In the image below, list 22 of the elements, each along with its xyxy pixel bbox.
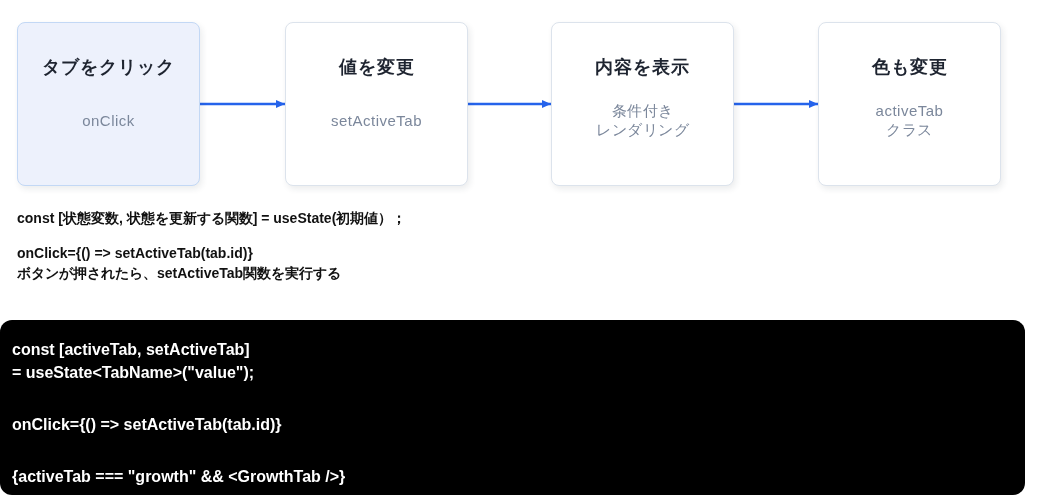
step-card bbox=[551, 22, 734, 186]
code-snippet: {activeTab === "growth" && <GrowthTab />} bbox=[12, 467, 346, 487]
step-card bbox=[285, 22, 468, 186]
step-title: 値を変更 bbox=[338, 56, 415, 79]
step-title: 色も変更 bbox=[871, 56, 948, 79]
code-panel bbox=[0, 320, 1025, 495]
note-text: ボタンが押されたら、setActiveTab関数を実行する bbox=[17, 264, 342, 283]
step-title: 内容を表示 bbox=[595, 56, 690, 79]
note-text: const [状態変数, 状態を更新する関数] = useState(初期値）； bbox=[17, 209, 407, 228]
step-detail: setActiveTab bbox=[330, 110, 422, 130]
code-snippet: onClick={() => setActiveTab(tab.id)} bbox=[12, 415, 282, 435]
step-detail: 条件付きレンダリング bbox=[596, 101, 689, 139]
step-card bbox=[818, 22, 1001, 186]
arrow bbox=[734, 100, 818, 108]
step-card bbox=[17, 22, 200, 186]
code-snippet: const [activeTab, setActiveTab] = useState<TabName>("value"); bbox=[12, 340, 255, 383]
arrow bbox=[200, 100, 285, 108]
step-title: タブをクリック bbox=[42, 56, 175, 79]
step-detail: activeTab クラス bbox=[875, 101, 944, 139]
step-detail: onClick bbox=[82, 110, 135, 130]
note-text: onClick={() => setActiveTab(tab.id)} bbox=[17, 244, 253, 263]
arrow bbox=[468, 100, 551, 108]
